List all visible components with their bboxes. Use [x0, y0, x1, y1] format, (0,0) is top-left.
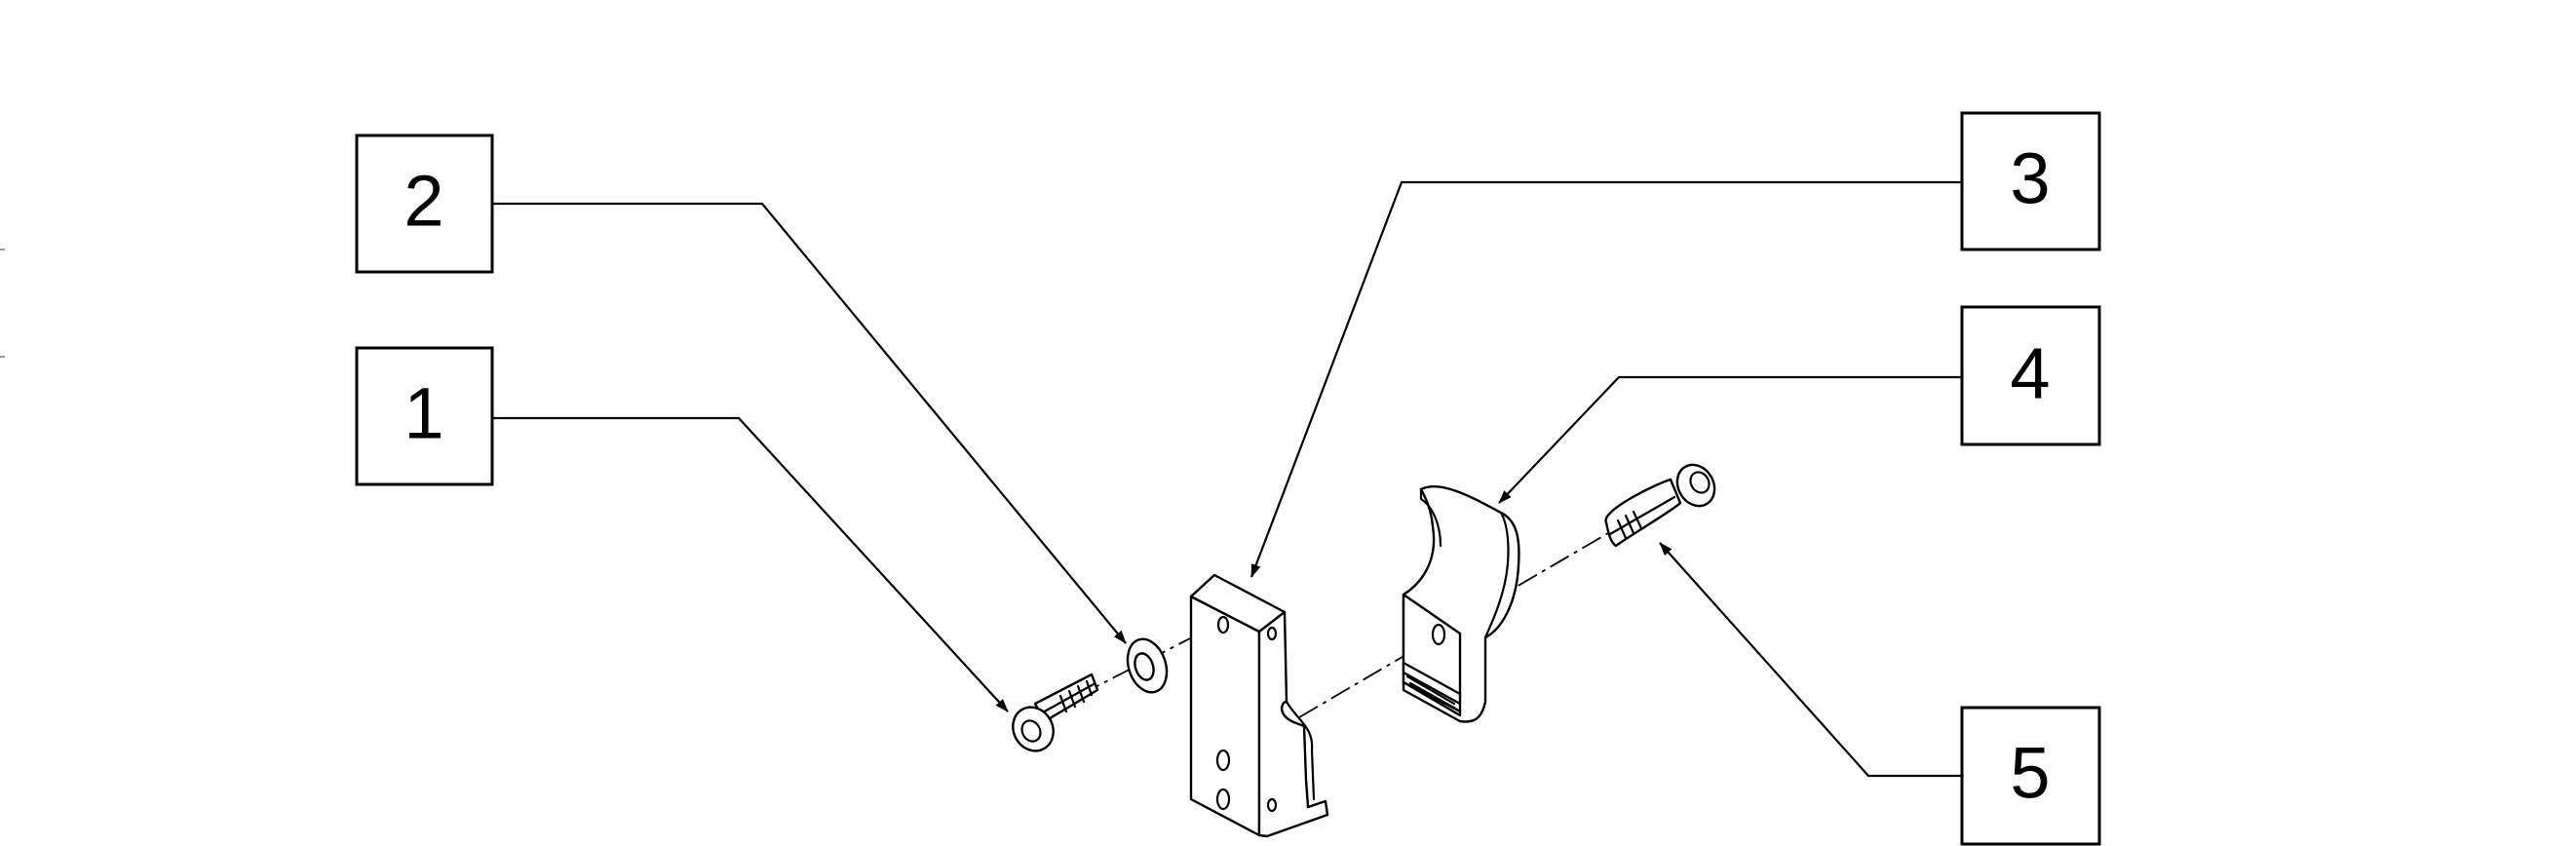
part-5-cap-screw: [1604, 463, 1716, 548]
callout-4: 4: [1960, 305, 2101, 446]
callout-3-label: 3: [2010, 138, 2050, 219]
callout-3: 3: [1960, 111, 2101, 251]
part-4-clamp: [1402, 484, 1520, 723]
assembly-axis-middle: [1298, 634, 1442, 718]
assembly-axis-right: [1485, 532, 1609, 605]
leader-line-4: [1498, 375, 1962, 504]
callout-2: 2: [355, 134, 494, 274]
part-2-washer: [1126, 637, 1169, 694]
callout-2-label: 2: [404, 161, 443, 242]
leader-line-5: [1659, 542, 1962, 778]
part-1-cap-screw: [1012, 673, 1099, 752]
leader-line-1: [492, 416, 1009, 712]
callout-1: 1: [355, 346, 494, 486]
callout-4-label: 4: [2010, 333, 2050, 414]
leader-line-3: [1250, 180, 1962, 578]
callout-5-label: 5: [2010, 733, 2050, 814]
leader-line-2: [492, 202, 1127, 644]
callout-5: 5: [1960, 706, 2101, 846]
part-3-mounting-block: [1189, 573, 1329, 838]
callout-1-label: 1: [404, 373, 443, 454]
